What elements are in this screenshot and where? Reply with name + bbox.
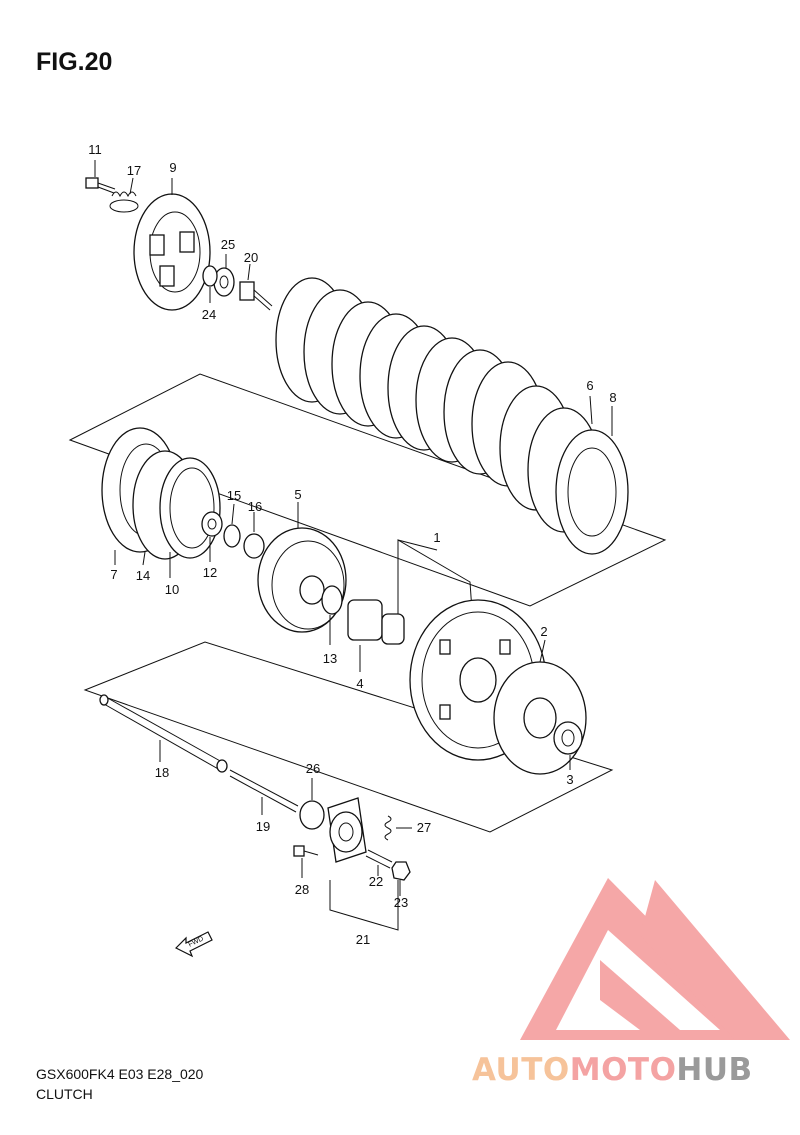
bracket-21 [329, 880, 399, 931]
callout-20: 20 [244, 250, 258, 265]
pushrod-piece-20 [239, 263, 273, 311]
callout-24: 24 [202, 307, 216, 322]
spring-17 [109, 177, 139, 213]
callout-12: 12 [203, 565, 217, 580]
callout-25: 25 [221, 237, 235, 252]
washer-15 [223, 503, 241, 548]
watermark-text: AUTOMOTOHUB [472, 1052, 753, 1088]
push-rod-18 [99, 694, 228, 773]
watermark-text-hub: HUB [676, 1052, 753, 1088]
callout-11: 11 [88, 142, 102, 157]
watermark-logo [520, 878, 790, 1040]
callout-4: 4 [356, 676, 363, 691]
callout-23: 23 [394, 895, 408, 910]
nut-12 [201, 511, 223, 562]
callout-7: 7 [110, 567, 117, 582]
callout-8: 8 [609, 390, 616, 405]
figure-title: FIG.20 [36, 48, 113, 76]
watermark-text-moto: MOTO [569, 1052, 677, 1088]
pressure-plate-9 [133, 178, 211, 311]
fwd-arrow-icon: FWD [174, 931, 213, 958]
callout-17: 17 [127, 163, 141, 178]
callout-10: 10 [165, 582, 179, 597]
callout-28: 28 [295, 882, 309, 897]
hub-group-frame [83, 641, 614, 833]
callout-16: 16 [248, 499, 262, 514]
diagram-caption: CLUTCH [36, 1086, 93, 1102]
callout-9: 9 [169, 160, 176, 175]
washer-24 [202, 265, 218, 303]
spring-27 [384, 815, 412, 841]
clutch-plate-stack [275, 277, 629, 555]
callout-1: 1 [433, 530, 440, 545]
callout-19: 19 [256, 819, 270, 834]
thrust-washer-13 [321, 585, 343, 645]
lock-washer-16 [243, 512, 265, 559]
bolt-28 [293, 845, 319, 878]
watermark-text-auto: AUTO [472, 1052, 570, 1088]
callout-22: 22 [369, 874, 383, 889]
callout-13: 13 [323, 651, 337, 666]
lock-nut-23 [391, 861, 411, 896]
push-rod-19 [229, 769, 299, 815]
callout-3: 3 [566, 772, 573, 787]
release-cylinder-21 [327, 797, 367, 863]
bracket-1-leader [397, 539, 438, 551]
callout-27: 27 [417, 820, 431, 835]
washer-3 [553, 721, 583, 770]
callout-21: 21 [356, 932, 370, 947]
plate-group-frame [68, 373, 667, 607]
needle-bearing-4 [347, 599, 405, 672]
model-code: GSX600FK4 E03 E28_020 [36, 1066, 204, 1082]
callout-2: 2 [540, 624, 547, 639]
callout-6: 6 [586, 378, 593, 393]
callout-15: 15 [227, 488, 241, 503]
callout-26: 26 [306, 761, 320, 776]
callout-14: 14 [136, 568, 150, 583]
callout-18: 18 [155, 765, 169, 780]
callout-5: 5 [294, 487, 301, 502]
oil-seal-26 [299, 778, 325, 830]
adjust-screw-22 [365, 849, 393, 876]
bolt-11 [85, 160, 116, 194]
